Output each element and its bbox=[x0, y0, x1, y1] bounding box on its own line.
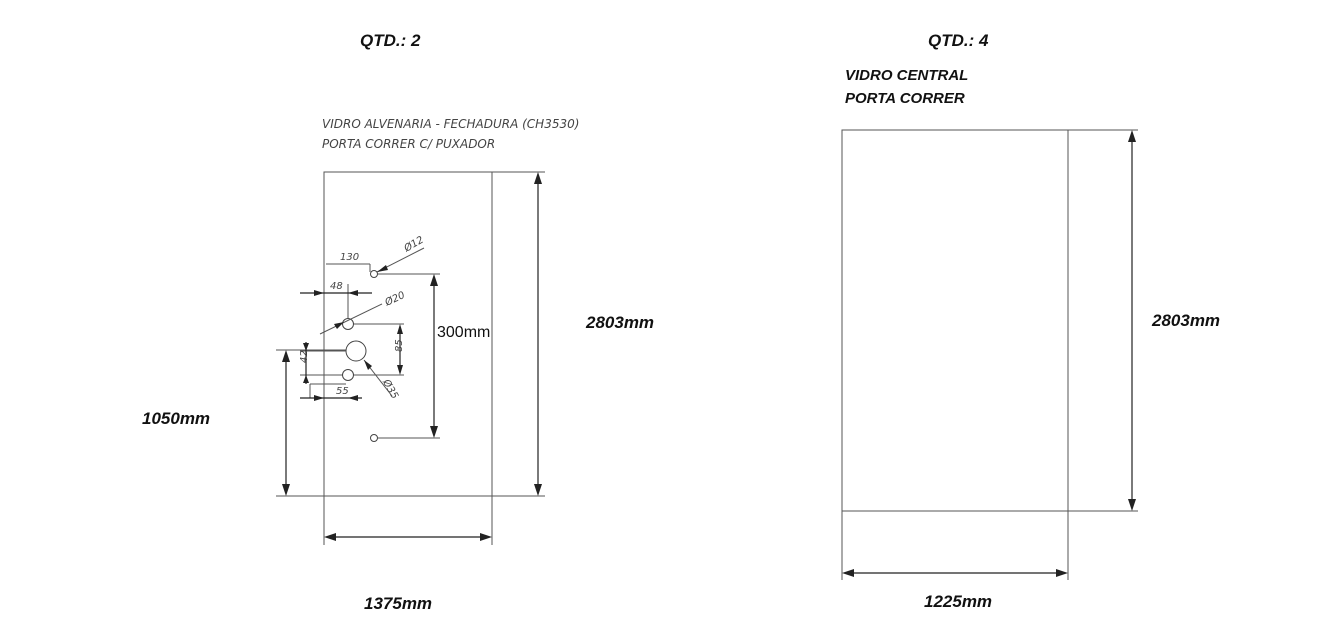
left-handle-height-label: 1050mm bbox=[142, 409, 210, 428]
dim-130-label: 130 bbox=[340, 252, 359, 263]
dim-55 bbox=[300, 383, 362, 401]
right-width-dimension bbox=[841, 511, 1069, 580]
left-width-label: 1375mm bbox=[364, 594, 432, 613]
right-height-label: 2803mm bbox=[1151, 311, 1220, 330]
lock-hole-lower bbox=[342, 369, 354, 381]
dim-130 bbox=[326, 263, 371, 272]
lock-hole-35 bbox=[345, 340, 367, 362]
left-glass-outline bbox=[323, 171, 493, 497]
left-width-dimension bbox=[323, 496, 493, 545]
right-title-line2: PORTA CORRER bbox=[845, 90, 965, 107]
dia-35-leader bbox=[363, 359, 393, 397]
hole-spacing-label: 300mm bbox=[437, 324, 490, 341]
right-title-line1: VIDRO CENTRAL bbox=[845, 67, 968, 84]
top-handle-hole bbox=[370, 270, 378, 278]
left-quantity-label: QTD.: 2 bbox=[360, 31, 421, 50]
dia-12-label: Ø12 bbox=[401, 234, 426, 255]
left-height-label: 2803mm bbox=[585, 313, 654, 332]
bottom-handle-hole bbox=[370, 434, 378, 442]
right-glass-panel-group: QTD.: 4 VIDRO CENTRAL PORTA CORRER 2803m… bbox=[841, 31, 1220, 611]
hole-spacing-dimension bbox=[374, 273, 440, 439]
dim-55-label: 55 bbox=[336, 386, 349, 397]
right-quantity-label: QTD.: 4 bbox=[928, 31, 989, 50]
right-width-label: 1225mm bbox=[924, 592, 992, 611]
dia-12-leader bbox=[376, 247, 425, 273]
left-handle-height-dimension bbox=[276, 349, 356, 497]
dim-42-label: 42 bbox=[299, 350, 310, 363]
dim-85 bbox=[354, 323, 404, 376]
dia-20-label: Ø20 bbox=[382, 289, 407, 309]
right-height-dimension bbox=[1068, 129, 1138, 512]
dia-20-leader bbox=[319, 303, 383, 335]
left-glass-panel-group: QTD.: 2 VIDRO ALVENARIA - FECHADURA (CH3… bbox=[142, 31, 654, 613]
dim-48 bbox=[300, 284, 372, 318]
left-title-line1: VIDRO ALVENARIA - FECHADURA (CH3530) bbox=[322, 117, 579, 131]
dim-48-label: 48 bbox=[330, 281, 343, 292]
dim-42 bbox=[300, 342, 346, 384]
dim-85-label: 85 bbox=[394, 339, 405, 352]
dia-35-label: Ø35 bbox=[380, 376, 401, 401]
left-height-dimension bbox=[492, 171, 545, 497]
left-title-line2: PORTA CORRER C/ PUXADOR bbox=[322, 137, 495, 151]
right-glass-outline bbox=[841, 129, 1069, 512]
